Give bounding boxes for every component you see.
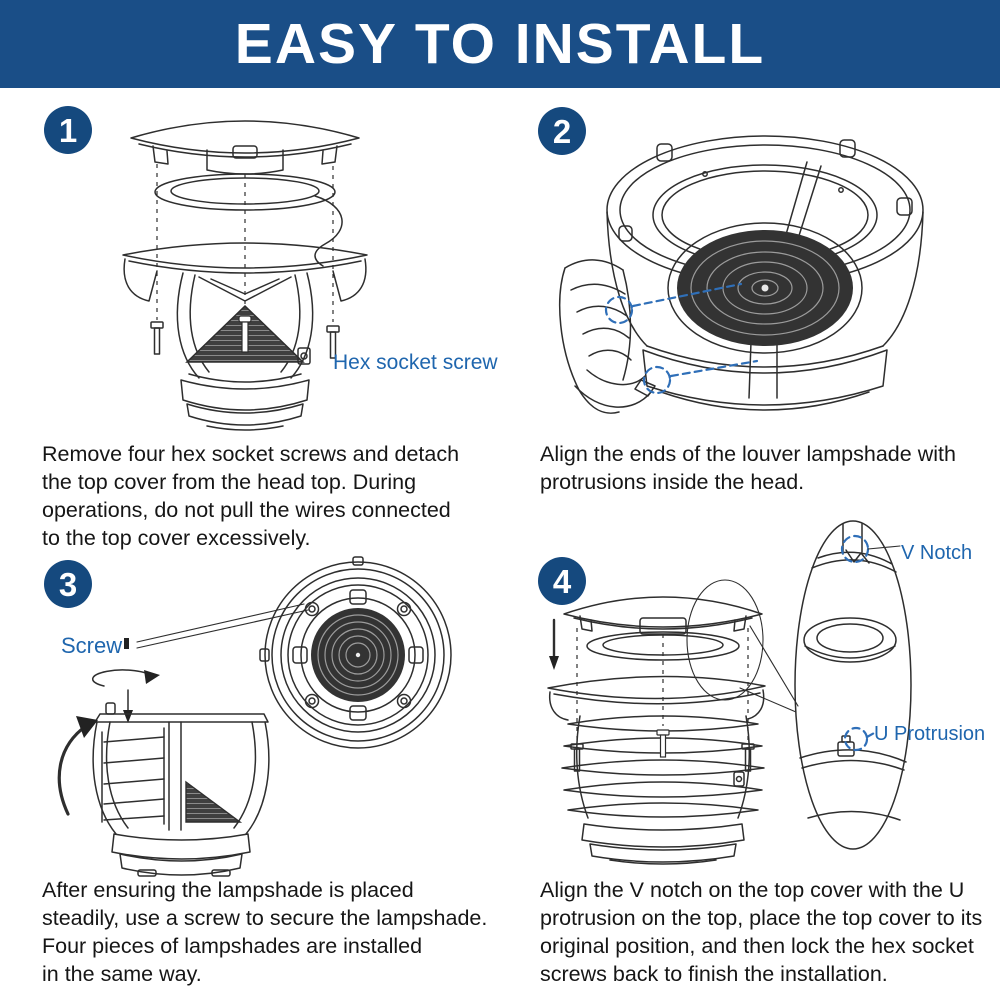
u-protrusion-label: U Protrusion [874,723,986,745]
step-2-badge: 2 [538,107,586,155]
top-cover [130,120,360,175]
step-3-caption: After ensuring the lampshade is placed s… [42,878,488,986]
v-notch-shape [845,549,870,564]
step-1-caption: Remove four hex socket screws and detach… [42,442,460,550]
head-top-flange [122,242,368,302]
cage-body [176,272,314,379]
down-arrow-icon [549,618,559,670]
step-2-number: 2 [552,112,572,150]
inner-cone [185,304,305,363]
hex-socket-screw-right [733,743,755,787]
step-1-number: 1 [58,111,78,149]
hex-socket-screw-label: Hex socket screw [333,351,498,374]
step-4-caption: Align the V notch on the top cover with … [540,878,983,986]
louver-lampshade-piece [558,259,656,414]
magnifier-ellipse [686,520,912,850]
step-3-badge: 3 [44,560,92,608]
v-notch-label: V Notch [901,542,973,564]
top-cover [563,596,763,661]
screw-pointer-line [124,603,309,649]
reflector-coil [667,222,863,354]
hex-socket-screw-right [326,325,340,359]
page-title: EASY TO INSTALL [234,12,766,76]
step-4-replace-cover-drawing [547,520,912,865]
rotate-axis-icon [91,669,160,723]
step-3-number: 3 [58,565,78,603]
step-1-exploded-lamp-drawing [122,120,368,431]
base-drum [180,373,310,431]
hex-socket-screw-left [150,321,164,355]
step-3-secure-lampshade-drawing [57,556,452,877]
hex-socket-screw-left [570,743,584,772]
notch-guides [840,534,901,752]
louver-body [561,715,765,819]
wire [314,195,343,267]
grill-disc [154,173,343,267]
step-4-number: 4 [552,562,572,600]
head-top-view [259,556,452,749]
screw-glyph [124,638,129,649]
base-drum [581,823,745,865]
step-4-badge: 4 [538,557,586,605]
step-2-head-with-louver-drawing [558,135,924,414]
rotation-arrow-icon [57,716,98,816]
lampshade-body [92,702,270,877]
screw-guide-lines [576,628,749,742]
screw-label: Screw [61,633,123,658]
step-1-badge: 1 [44,106,92,154]
alignment-guides [604,282,759,395]
head-top-flange [547,675,766,721]
header-banner: EASY TO INSTALL [0,0,1000,88]
screw-boss [297,347,311,365]
step-2-caption: Align the ends of the louver lampshade w… [540,442,956,494]
